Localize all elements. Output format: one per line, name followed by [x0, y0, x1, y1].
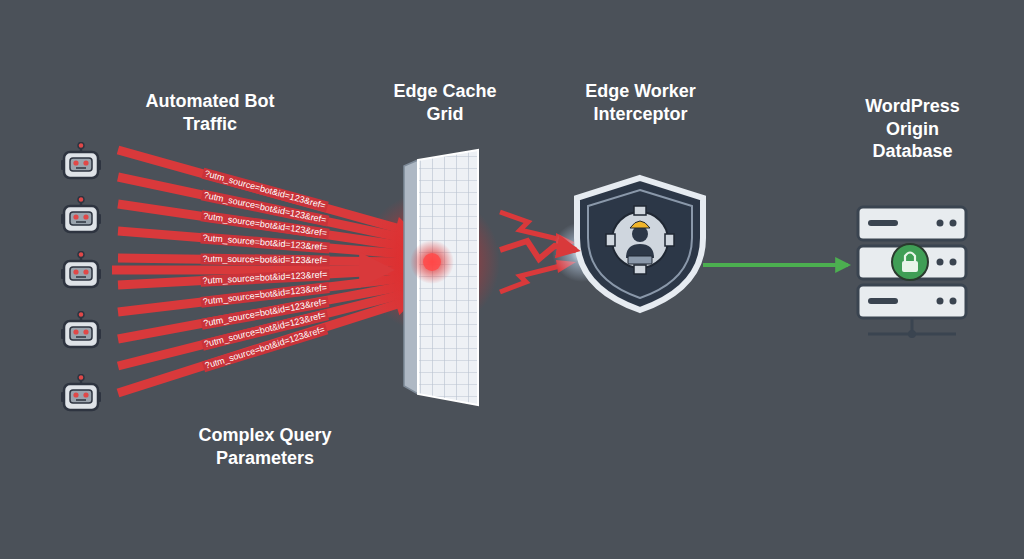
- cache-wall: [360, 150, 500, 405]
- flow-arrow: [703, 263, 848, 267]
- bot-group: Automated Bot Traffic: [50, 90, 112, 420]
- bot-icon: [61, 197, 101, 233]
- server-icon: [858, 207, 966, 338]
- node-label: Edge Worker Interceptor: [578, 80, 703, 125]
- origin-database: WordPress Origin Database: [850, 95, 975, 337]
- flow-arrow: [500, 241, 576, 259]
- bot-icon: [61, 252, 101, 288]
- bot-icon: [61, 375, 101, 411]
- edge-worker: Edge Worker Interceptor: [578, 80, 703, 312]
- node-label: Edge Cache Grid: [390, 80, 500, 125]
- bot-arrow: [118, 294, 404, 366]
- node-label: Automated Bot Traffic: [135, 90, 285, 135]
- caption-label: Complex Query Parameters: [185, 424, 345, 469]
- edge-cache: Edge Cache Grid: [390, 80, 500, 410]
- bot-icons: [61, 143, 101, 411]
- shield-icon: [552, 178, 703, 310]
- node-label: WordPress Origin Database: [850, 95, 975, 163]
- bot-icon: [61, 312, 101, 348]
- bot-icon: [61, 143, 101, 179]
- query-string: ?utm_source=bot&id=123&ref=: [201, 254, 330, 267]
